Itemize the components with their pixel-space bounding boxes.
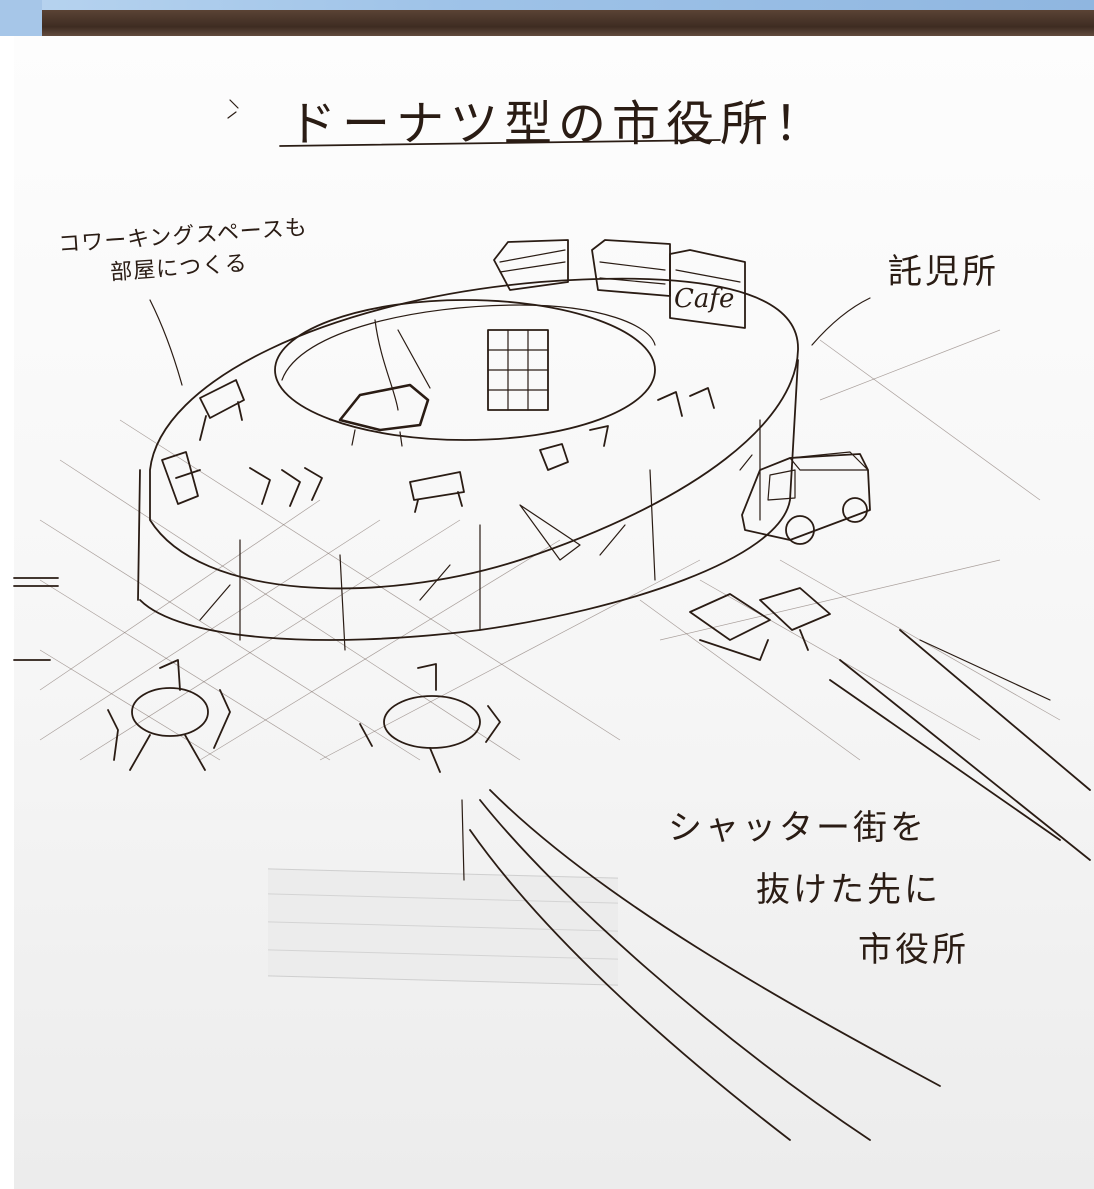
sketch-paper xyxy=(14,36,1094,1189)
paper-left-edge xyxy=(0,36,14,1189)
nursery-note: 託児所 xyxy=(888,252,999,292)
rooftop-structures xyxy=(493,239,746,329)
street-lines xyxy=(461,629,1091,1141)
desk-surface xyxy=(0,10,1094,38)
sketch-title: ドーナツ型の市役所！ xyxy=(288,96,829,152)
street-note-line3: 市役所 xyxy=(858,930,969,970)
cafe-building xyxy=(669,249,746,329)
donut-building xyxy=(137,277,799,651)
left-edge-marks xyxy=(13,577,59,661)
street-note-line2: 抜けた先に xyxy=(756,870,941,910)
seating xyxy=(161,379,715,513)
van-drawing xyxy=(741,451,871,545)
piano-icon xyxy=(338,383,430,432)
outdoor-seating xyxy=(107,587,831,773)
ground-hatching xyxy=(39,329,1061,761)
window-edge xyxy=(0,0,1094,10)
street-note-line1: シャッター街を xyxy=(668,808,927,848)
window-corner xyxy=(0,0,42,42)
cafe-sign: Cafe xyxy=(674,284,735,314)
annotation-leaders xyxy=(149,99,871,386)
